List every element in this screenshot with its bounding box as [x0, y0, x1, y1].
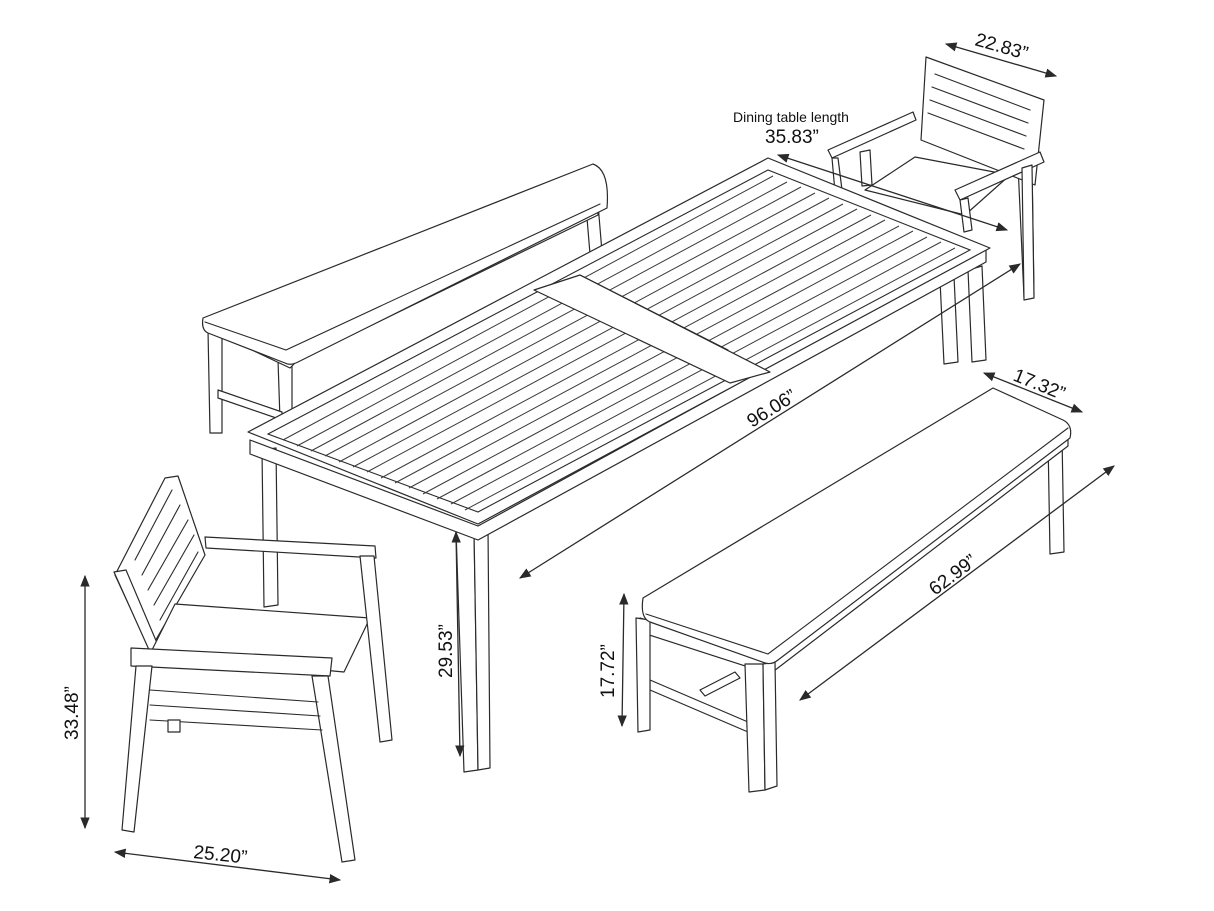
table-length-label: 96.06” — [744, 386, 801, 432]
dim-bench-depth — [982, 372, 1084, 413]
armchair-front — [113, 475, 393, 863]
dimension-lines — [80, 42, 1115, 884]
dim-table-height — [451, 530, 465, 758]
dim-table-length — [519, 263, 1021, 579]
dim-table-width — [776, 153, 1009, 232]
chair-back-width-label: 22.83” — [973, 30, 1031, 65]
dim-bench-length — [799, 465, 1115, 701]
bench-height-label: 17.72” — [598, 644, 619, 698]
chair-height-label: 33.48” — [62, 686, 83, 740]
chair-front-width-label: 25.20” — [192, 842, 248, 869]
dim-chair-back-width — [944, 42, 1058, 78]
dim-chair-front-width — [113, 848, 342, 884]
table-width-label: 35.83” — [765, 127, 819, 148]
bench-length-label: 62.99” — [925, 551, 981, 600]
bench-back — [201, 163, 609, 434]
table-caption-label: Dining table length — [733, 109, 849, 125]
dim-bench-height — [617, 592, 629, 728]
table-height-label: 29.53” — [436, 624, 457, 678]
bench-front — [635, 387, 1072, 793]
bench-depth-label: 17.32” — [1010, 365, 1068, 405]
